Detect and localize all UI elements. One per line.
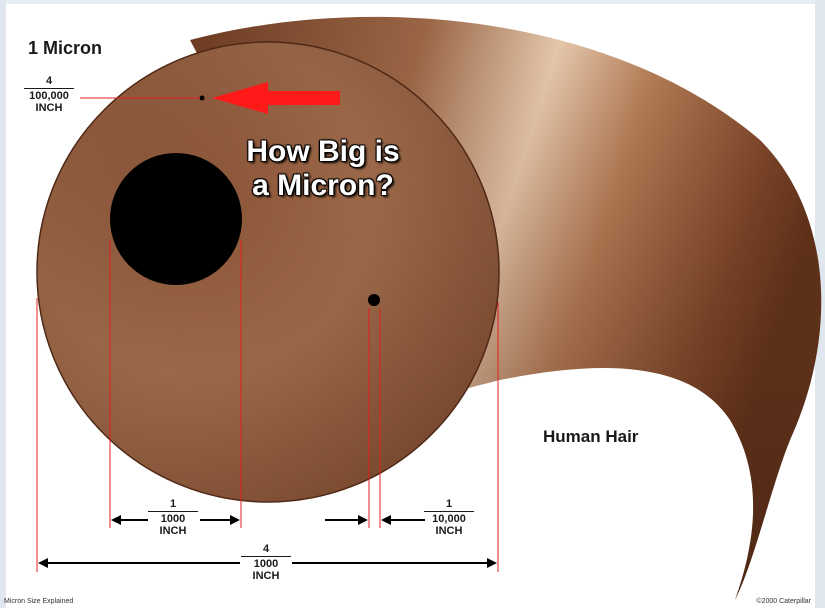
thousandth-inch-label: 1 1000 INCH [148,498,198,537]
dim-arrowhead-10000-right [381,515,391,525]
micron-title: 1 Micron [28,38,102,59]
headline-line-1: How Big is [228,135,418,169]
micron-fraction-unit: INCH [24,102,74,114]
ten-thousandth-denominator: 10,000 [424,511,474,525]
thousandth-unit: INCH [148,525,198,537]
micron-fraction-denominator: 100,000 [24,88,74,102]
hair-width-label: 4 1000 INCH [241,543,291,582]
thousandth-denominator: 1000 [148,511,198,525]
footer-copyright: ©2000 Caterpillar [756,598,811,605]
hair-width-denominator: 1000 [241,556,291,570]
headline: How Big is a Micron? [228,135,418,203]
dim-arrowhead-10000-left [358,515,368,525]
dim-arrowhead-hair-right [487,558,497,568]
headline-line-2: a Micron? [228,169,418,203]
footer-caption: Micron Size Explained [4,598,73,605]
ten-thousandth-inch-label: 1 10,000 INCH [424,498,474,537]
hair-width-unit: INCH [241,570,291,582]
human-hair-label: Human Hair [543,427,638,447]
ten-thousandth-unit: INCH [424,525,474,537]
micron-fraction-label: 4 100,000 INCH [24,75,74,114]
particle-micron [200,96,205,101]
hair-width-numerator: 4 [241,543,291,555]
dim-arrowhead-hair-left [38,558,48,568]
particle-ten-thousandth-inch [368,294,380,306]
particle-thousandth-inch [110,153,242,285]
thousandth-numerator: 1 [148,498,198,510]
micron-fraction-numerator: 4 [24,75,74,87]
dim-arrowhead-1000-right [230,515,240,525]
dim-arrowhead-1000-left [111,515,121,525]
ten-thousandth-numerator: 1 [424,498,474,510]
